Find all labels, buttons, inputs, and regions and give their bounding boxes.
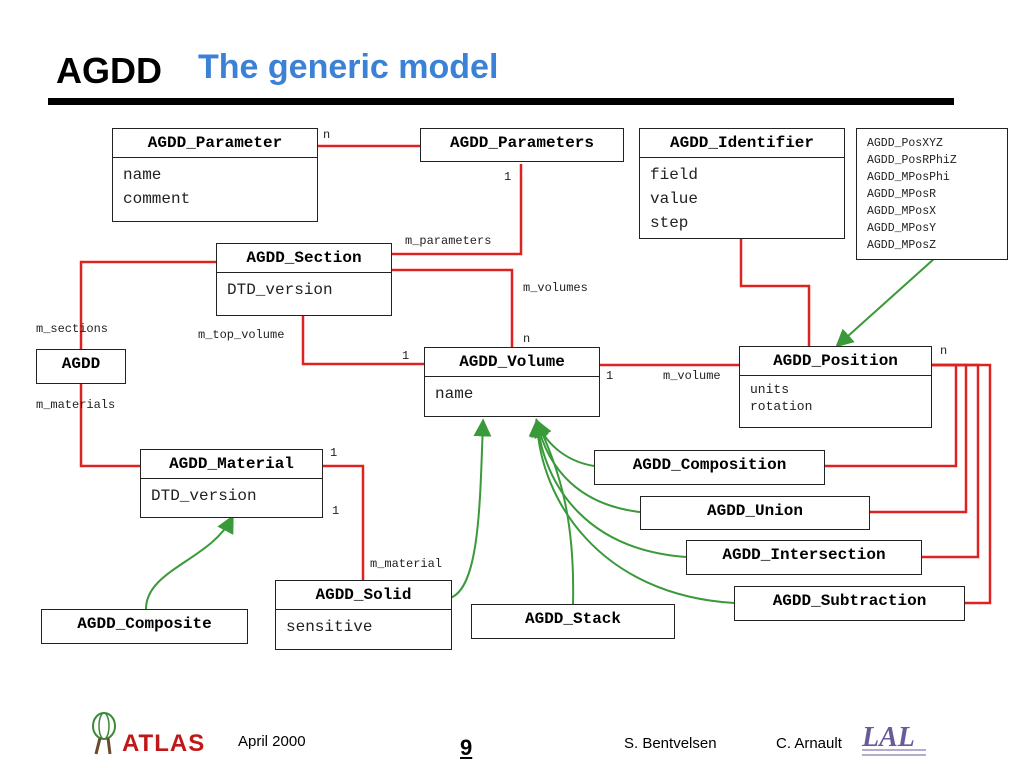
position-type: AGDD_PosRPhiZ bbox=[867, 154, 957, 167]
class-agdd-intersection: AGDD_Intersection bbox=[686, 540, 922, 575]
atlas-logo: ATLAS bbox=[122, 730, 206, 757]
class-agdd: AGDD bbox=[36, 349, 126, 384]
class-name: AGDD_Intersection bbox=[722, 546, 886, 564]
class-name: AGDD_Composite bbox=[77, 615, 212, 633]
field: step bbox=[650, 214, 689, 232]
class-name: AGDD_Parameters bbox=[449, 134, 595, 152]
rel-agdd-section bbox=[79, 260, 216, 349]
class-agdd-parameter: AGDD_Parameter name comment bbox=[112, 128, 318, 222]
field: units bbox=[750, 382, 790, 397]
footer-author-1: S. Bentvelsen bbox=[624, 735, 717, 752]
class-name: AGDD_Section bbox=[217, 244, 391, 273]
multiplicity-label: 1 bbox=[504, 170, 512, 184]
class-name: AGDD_Material bbox=[141, 450, 322, 479]
role-label: m_volume bbox=[663, 369, 721, 383]
inherit-stack-volume bbox=[535, 418, 575, 605]
class-agdd-identifier: AGDD_Identifier field value step bbox=[639, 128, 845, 239]
rel-agdd-material bbox=[79, 384, 140, 468]
class-agdd-stack: AGDD_Stack bbox=[471, 604, 675, 639]
class-name: AGDD_Solid bbox=[276, 581, 451, 610]
page-number: 9 bbox=[460, 735, 473, 760]
field: DTD_version bbox=[227, 281, 333, 299]
lal-logo-text: LAL bbox=[861, 722, 915, 753]
role-label: m_materials bbox=[36, 398, 116, 412]
class-name: AGDD_Identifier bbox=[640, 129, 844, 158]
field: comment bbox=[123, 190, 191, 208]
field: value bbox=[650, 190, 699, 208]
rel-section-topvolume bbox=[301, 316, 424, 366]
class-name: AGDD_Stack bbox=[524, 610, 621, 628]
role-label: m_volumes bbox=[523, 281, 588, 295]
multiplicity-label: n bbox=[323, 128, 331, 142]
position-type: AGDD_MPosPhi bbox=[867, 171, 950, 184]
position-type: AGDD_MPosZ bbox=[867, 239, 937, 252]
multiplicity-label: 1 bbox=[606, 369, 614, 383]
inherit-intersection-volume bbox=[529, 418, 687, 558]
role-label: m_material bbox=[370, 557, 443, 571]
footer-date: April 2000 bbox=[238, 733, 306, 750]
multiplicity-label: n bbox=[523, 332, 531, 346]
class-fields: DTD_version bbox=[217, 273, 391, 307]
title-rule bbox=[48, 98, 954, 105]
role-label: m_parameters bbox=[405, 234, 492, 248]
multiplicity-label: n bbox=[940, 344, 948, 358]
lal-logo-icon: LAL bbox=[861, 722, 926, 756]
position-type: AGDD_MPosR bbox=[867, 188, 937, 201]
position-type: AGDD_MPosX bbox=[867, 205, 937, 218]
class-fields: sensitive bbox=[276, 610, 451, 644]
class-name: AGDD_Composition bbox=[632, 456, 787, 474]
class-agdd-section: AGDD_Section DTD_version bbox=[216, 243, 392, 316]
inherit-postypes-position bbox=[835, 257, 936, 348]
position-types-list: AGDD_PosXYZ AGDD_PosRPhiZ AGDD_MPosPhi A… bbox=[856, 128, 1008, 260]
field: field bbox=[650, 166, 699, 184]
class-agdd-parameters: AGDD_Parameters bbox=[420, 128, 624, 162]
class-agdd-volume: AGDD_Volume name bbox=[424, 347, 600, 417]
field: rotation bbox=[750, 399, 813, 414]
rel-position-subtraction bbox=[932, 363, 992, 605]
class-fields: DTD_version bbox=[141, 479, 322, 513]
position-type: AGDD_MPosY bbox=[867, 222, 937, 235]
class-agdd-union: AGDD_Union bbox=[640, 496, 870, 530]
field: DTD_version bbox=[151, 487, 257, 505]
class-fields: field value step bbox=[640, 158, 844, 240]
atlas-figure-icon bbox=[92, 712, 116, 755]
rel-section-volume bbox=[392, 268, 514, 347]
class-agdd-position: AGDD_Position units rotation bbox=[739, 346, 932, 428]
inherit-solid-volume bbox=[449, 418, 492, 599]
rel-identifier-position bbox=[739, 239, 811, 346]
multiplicity-label: 1 bbox=[330, 446, 338, 460]
multiplicity-label: 1 bbox=[332, 504, 340, 518]
inherit-subtraction-volume bbox=[528, 418, 735, 604]
inherit-union-volume bbox=[531, 418, 641, 513]
class-name: AGDD bbox=[61, 355, 101, 373]
class-name: AGDD_Union bbox=[706, 502, 803, 520]
slide-title-prefix: AGDD bbox=[56, 50, 162, 91]
class-agdd-composition: AGDD_Composition bbox=[594, 450, 825, 485]
role-label: m_top_volume bbox=[198, 328, 285, 342]
class-name: AGDD_Subtraction bbox=[772, 592, 927, 610]
class-fields: units rotation bbox=[740, 376, 931, 420]
rel-material-solid bbox=[323, 464, 365, 580]
slide-title: The generic model bbox=[198, 48, 499, 86]
class-fields: name comment bbox=[113, 158, 317, 216]
field: sensitive bbox=[286, 618, 373, 636]
multiplicity-label: 1 bbox=[402, 349, 410, 363]
field: name bbox=[123, 166, 162, 184]
class-agdd-subtraction: AGDD_Subtraction bbox=[734, 586, 965, 621]
class-agdd-composite: AGDD_Composite bbox=[41, 609, 248, 644]
footer-author-2: C. Arnault bbox=[776, 735, 842, 752]
class-agdd-material: AGDD_Material DTD_version bbox=[140, 449, 323, 518]
class-name: AGDD_Parameter bbox=[113, 129, 317, 158]
rel-section-parameters bbox=[392, 164, 523, 256]
position-type: AGDD_PosXYZ bbox=[867, 137, 943, 150]
inherit-composite-material bbox=[145, 514, 234, 610]
class-agdd-solid: AGDD_Solid sensitive bbox=[275, 580, 452, 650]
field: name bbox=[435, 385, 474, 403]
class-name: AGDD_Position bbox=[740, 347, 931, 376]
role-label: m_sections bbox=[36, 322, 109, 336]
class-fields: name bbox=[425, 377, 599, 411]
class-name: AGDD_Volume bbox=[425, 348, 599, 377]
